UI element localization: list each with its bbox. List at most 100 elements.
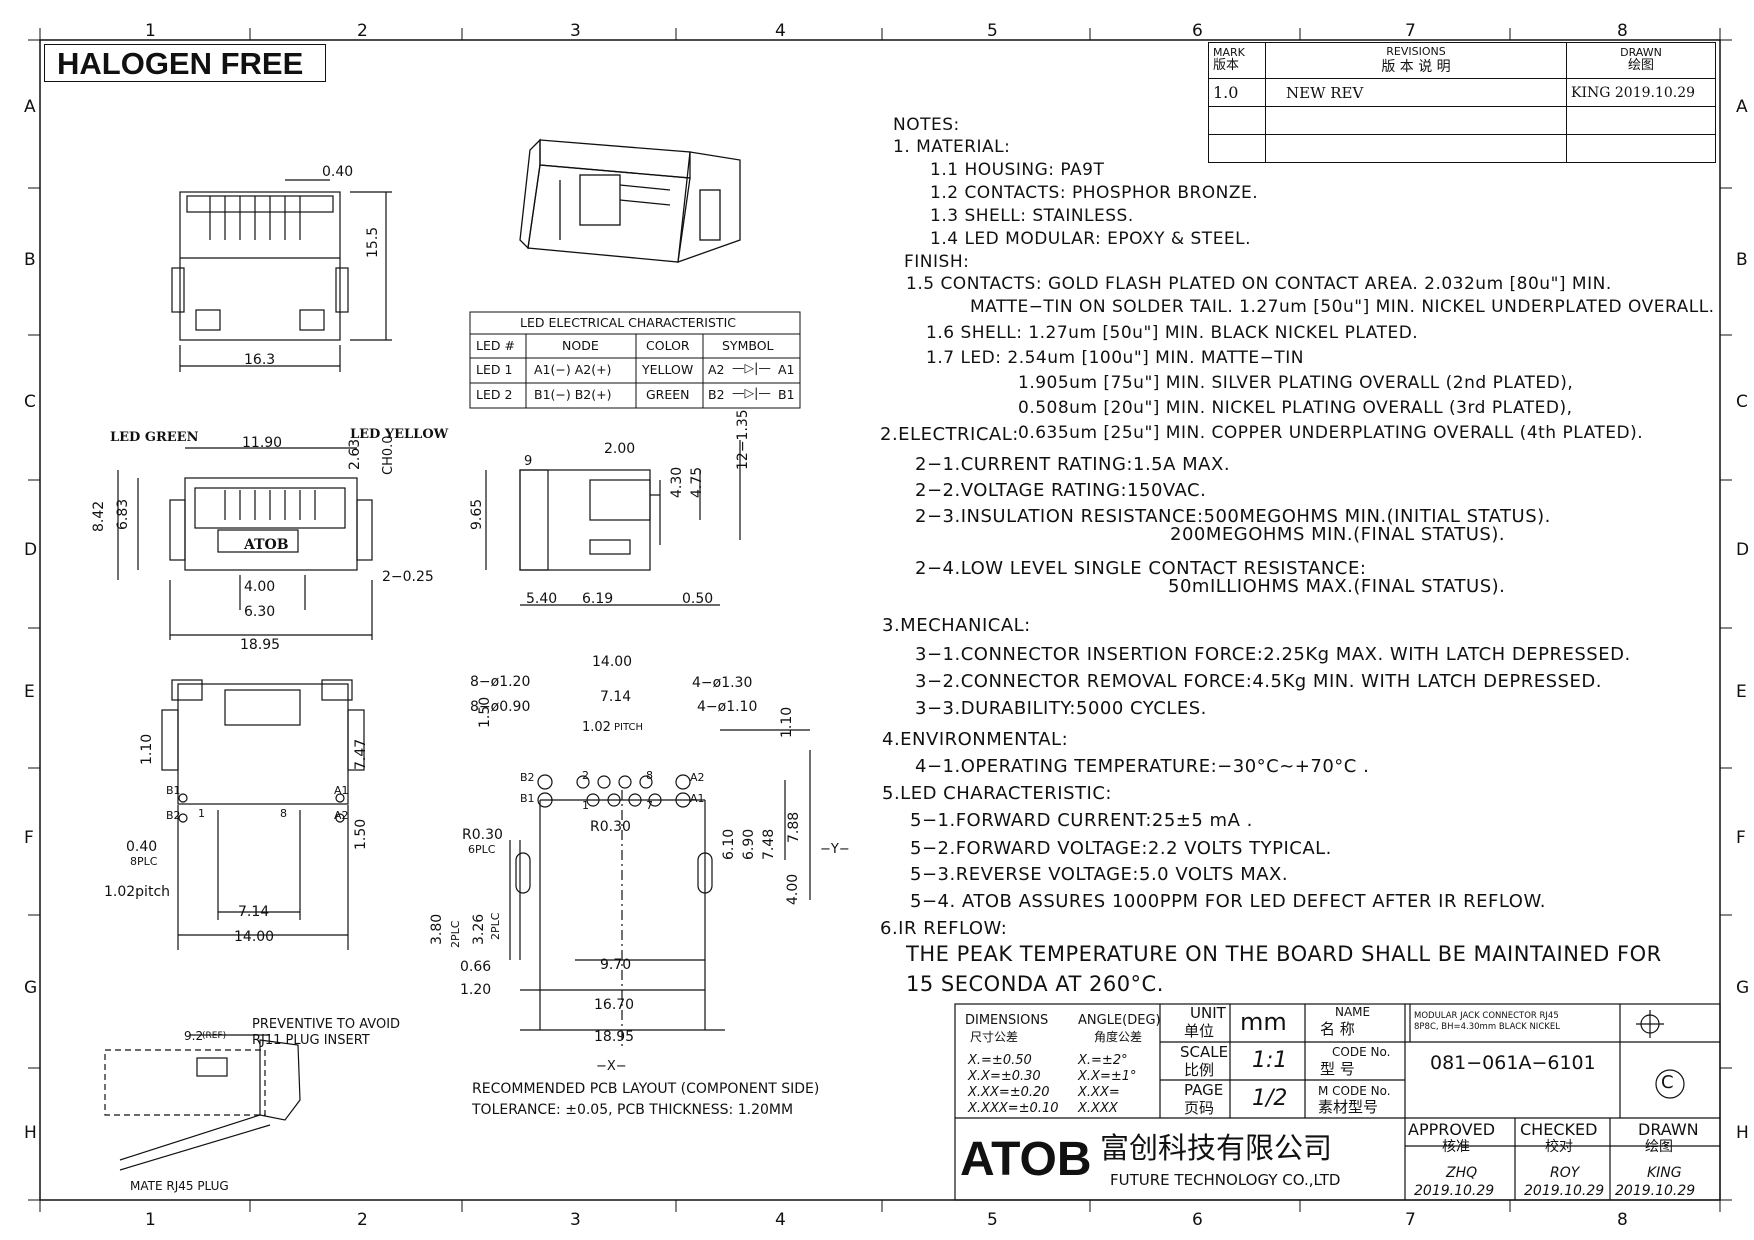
tb-page-value: 1/2 [1252, 1086, 1288, 1111]
grid-row-label: C [24, 392, 36, 412]
dim-p-2plc-b: 2PLC [489, 912, 502, 940]
dim-s-619: 6.19 [582, 591, 614, 607]
dim-p-2: 2 [582, 769, 589, 782]
bottom-view-drawing [161, 679, 365, 950]
led-table-header-node: NODE [562, 338, 599, 353]
grid-row-label: C [1736, 392, 1748, 412]
tb-name-value-1: MODULAR JACK CONNECTOR RJ45 [1414, 1011, 1559, 1021]
grid-row-label: B [24, 250, 36, 270]
tb-drawn-en: DRAWN [1638, 1120, 1699, 1139]
tb-approved-name: ZHQ [1446, 1165, 1478, 1181]
grid-column-label: 5 [987, 1210, 998, 1230]
dim-p-pitch: PITCH [614, 722, 644, 733]
dim-f-400: 4.00 [244, 579, 276, 595]
tb-copyright-mark: C [1661, 1072, 1674, 1093]
note-line: 1. MATERIAL: [893, 137, 1011, 157]
dim-s-475: 4.75 [689, 466, 705, 498]
dim-top-040: 0.40 [322, 164, 354, 180]
rev-entry-desc: NEW REV [1265, 78, 1567, 107]
tb-unit-cn: 单位 [1184, 1022, 1215, 1040]
note-line: 5.LED CHARACTERISTIC: [882, 783, 1112, 804]
note-line: 5−2.FORWARD VOLTAGE:2.2 VOLTS TYPICAL. [910, 838, 1332, 859]
note-line: FINISH: [904, 252, 970, 272]
dim-b-714: 7.14 [238, 904, 270, 920]
tb-unit-value: mm [1240, 1008, 1287, 1036]
dim-p-1895: 18.95 [594, 1029, 635, 1045]
dim-s-200: 2.00 [604, 441, 636, 457]
tb-ang-x: X.=±2° [1078, 1053, 1128, 1068]
dim-p-6plc: 6PLC [468, 843, 496, 856]
dim-b-8: 8 [280, 807, 287, 820]
grid-column-label: 8 [1617, 21, 1628, 41]
company-name-en: FUTURE TECHNOLOGY CO.,LTD [1110, 1171, 1341, 1189]
dim-p-8090: 8−ø0.90 [470, 699, 531, 715]
tb-scale-cn: 比例 [1184, 1061, 1215, 1079]
note-line: 6.IR REFLOW: [880, 918, 1008, 939]
dim-p-380: 3.80 [429, 913, 445, 945]
tb-angle-cn: 角度公差 [1094, 1030, 1143, 1044]
grid-row-label: E [24, 682, 35, 702]
dim-p-788: 7.88 [786, 811, 802, 843]
led-table-row2-led: LED 2 [476, 387, 513, 402]
led-table-lines [469, 311, 801, 409]
dim-s-050: 0.50 [682, 591, 714, 607]
grid-row-label: G [24, 978, 37, 998]
rev-drawn-en: DRAWN [1620, 45, 1662, 59]
note-line: 2−1.CURRENT RATING:1.5A MAX. [915, 454, 1231, 475]
tb-code-cn: 型 号 [1320, 1060, 1355, 1078]
side-view-drawing [485, 440, 741, 606]
rev-entry-mark: 1.0 [1208, 78, 1266, 107]
led-table-row2-sym-left: B2 [708, 387, 725, 402]
dim-plug-n1: PREVENTIVE TO AVOID [252, 1017, 401, 1032]
grid-row-label: F [24, 828, 34, 848]
dim-s-9: 9 [524, 454, 533, 469]
tb-drawn-name: KING [1647, 1165, 1682, 1181]
led-table-header-led: LED # [476, 338, 515, 353]
note-line: 1.1 HOUSING: PA9T [930, 160, 1105, 180]
tb-approved-cn: 核准 [1442, 1139, 1470, 1155]
plug-view-drawing [104, 1034, 301, 1171]
grid-row-label: A [1736, 97, 1748, 117]
dim-s-965: 9.65 [469, 498, 485, 530]
dim-p-1: 1 [582, 799, 589, 812]
dim-top-155: 15.5 [365, 226, 381, 258]
note-line: 0.635um [25u"] MIN. COPPER UNDERPLATING … [1018, 423, 1644, 443]
note-line: 1.3 SHELL: STAINLESS. [930, 206, 1134, 226]
rev-mark-cn: 版本 [1213, 58, 1240, 74]
tb-scale-value: 1:1 [1252, 1048, 1288, 1073]
dim-b-a1: A1 [334, 784, 349, 797]
grid-column-label: 7 [1405, 21, 1416, 41]
company-name-cn: 富创科技有限公司 [1100, 1131, 1333, 1165]
dim-f-842: 8.42 [91, 500, 107, 532]
tb-drawn-cn: 绘图 [1645, 1139, 1673, 1155]
note-line: MATTE−TIN ON SOLDER TAIL. 1.27um [50u"] … [970, 297, 1715, 317]
dim-plug-n2: RJ11 PLUG INSERT [252, 1033, 370, 1048]
tb-name-value-2: 8P8C, BH=4.30mm BLACK NICKEL [1414, 1022, 1560, 1032]
grid-row-label: H [1736, 1123, 1749, 1143]
grid-row-label: D [24, 540, 37, 560]
dim-top-163: 16.3 [244, 352, 276, 368]
dim-p-970: 9.70 [600, 957, 632, 973]
dim-p-8120: 8−ø1.20 [470, 674, 531, 690]
dim-b-1: 1 [198, 807, 205, 820]
grid-row-label: D [1736, 540, 1749, 560]
tb-page-en: PAGE [1184, 1081, 1224, 1099]
dim-f-1895: 18.95 [240, 637, 281, 653]
led-table-row1-color: YELLOW [642, 362, 694, 377]
dim-p-690: 6.90 [741, 828, 757, 860]
dim-p-714: 7.14 [600, 689, 632, 705]
dim-plug-92: 9.2 [184, 1029, 204, 1043]
dim-p-4110: 4−ø1.10 [697, 699, 758, 715]
led-table-row2-sym-right: B1 [778, 387, 795, 402]
dim-p-a2: A2 [690, 771, 705, 784]
grid-row-label: B [1736, 250, 1748, 270]
dim-f-683: 6.83 [115, 498, 131, 530]
dim-p-b2: B2 [520, 771, 535, 784]
dim-p-610: 6.10 [721, 828, 737, 860]
grid-column-label: 3 [570, 1210, 581, 1230]
note-line: 3−1.CONNECTOR INSERTION FORCE:2.25Kg MAX… [915, 644, 1631, 665]
note-line: 15 SECONDA AT 260°C. [906, 972, 1164, 996]
note-line: 5−4. ATOB ASSURES 1000PPM FOR LED DEFECT… [910, 891, 1546, 912]
dim-p-400: 4.00 [785, 873, 801, 905]
